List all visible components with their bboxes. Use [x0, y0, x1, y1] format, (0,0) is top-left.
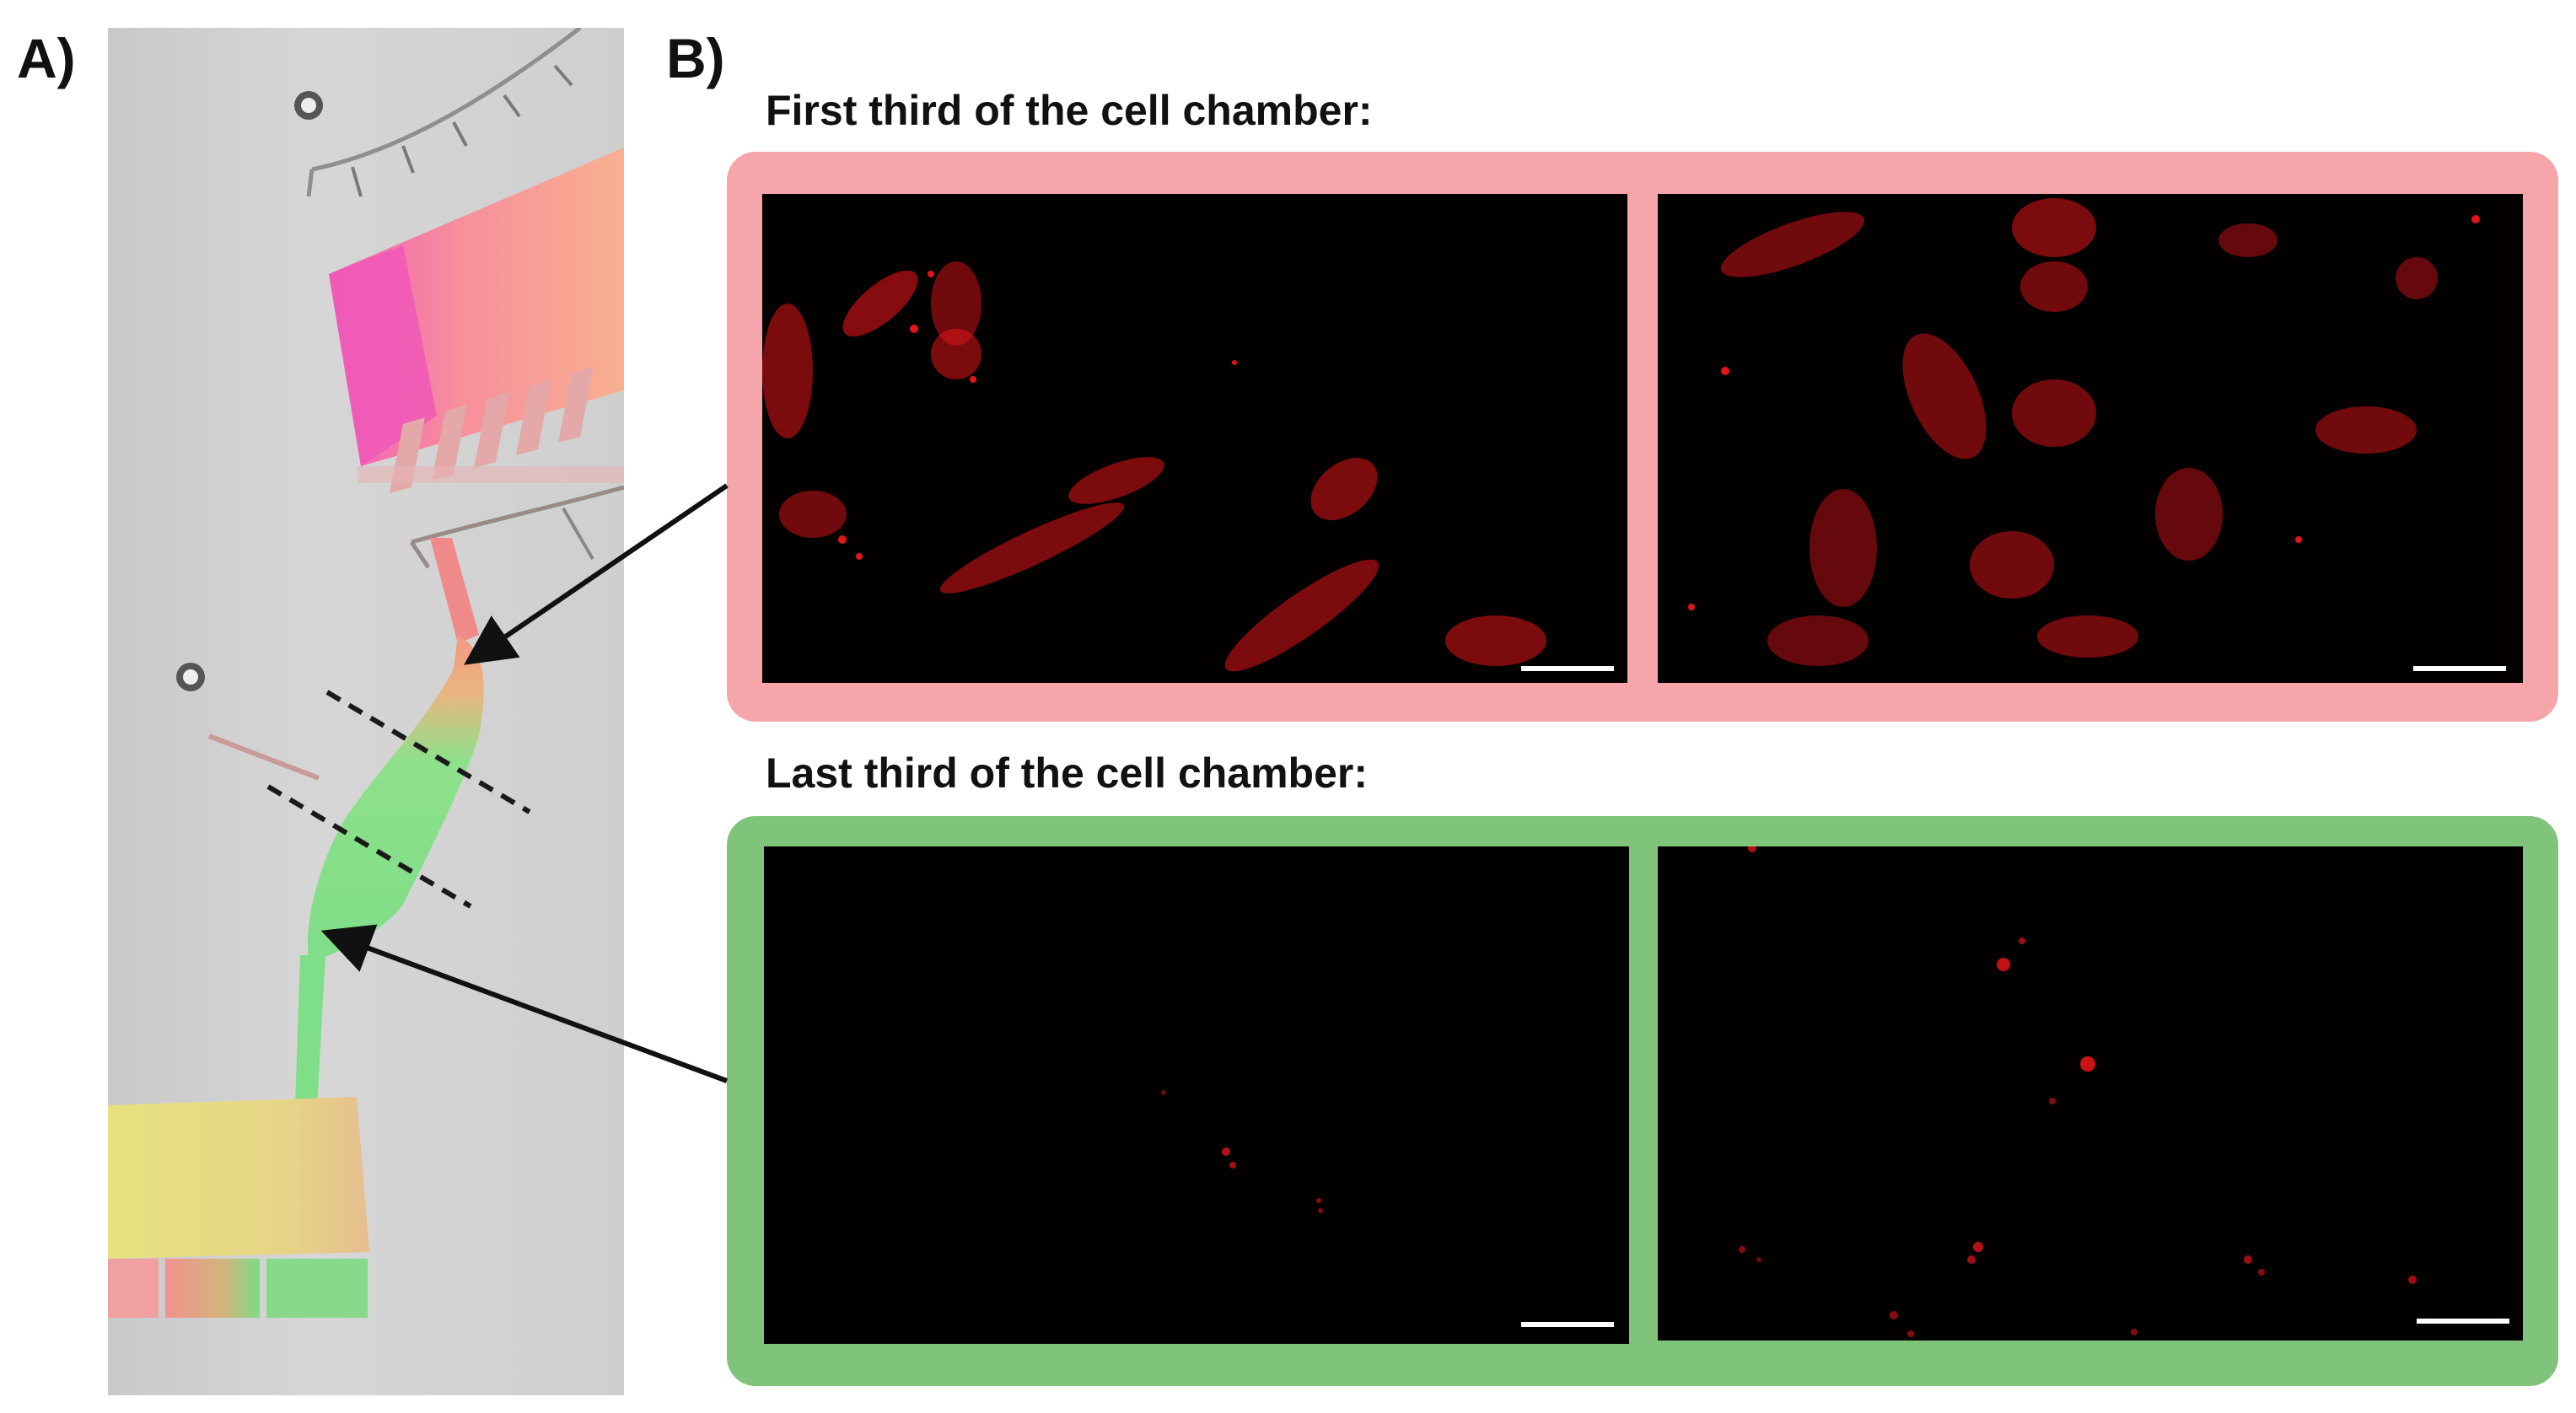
last-third-image-left — [764, 846, 1629, 1344]
microfluidic-chip-photo — [108, 28, 624, 1395]
panel-a-label: A) — [17, 27, 76, 89]
first-third-image-left — [762, 194, 1627, 683]
last-third-image-right — [1658, 846, 2523, 1340]
first-third-frame — [727, 152, 2558, 722]
cells-dense-right — [1688, 198, 2480, 666]
first-third-heading: First third of the cell chamber: — [766, 87, 1373, 134]
scale-bar — [2413, 666, 2506, 671]
cells-sparse-left — [1161, 1090, 1323, 1213]
first-third-image-right — [1658, 194, 2523, 683]
cells-sparse-right — [1739, 846, 2417, 1337]
last-third-heading: Last third of the cell chamber: — [766, 749, 1369, 797]
last-third-frame — [727, 816, 2558, 1386]
scale-bar — [1521, 666, 1614, 671]
cells-dense-left — [762, 261, 1546, 672]
scale-bar — [2417, 1319, 2509, 1324]
scale-bar — [1521, 1322, 1614, 1327]
panel-b-label: B) — [666, 27, 725, 89]
